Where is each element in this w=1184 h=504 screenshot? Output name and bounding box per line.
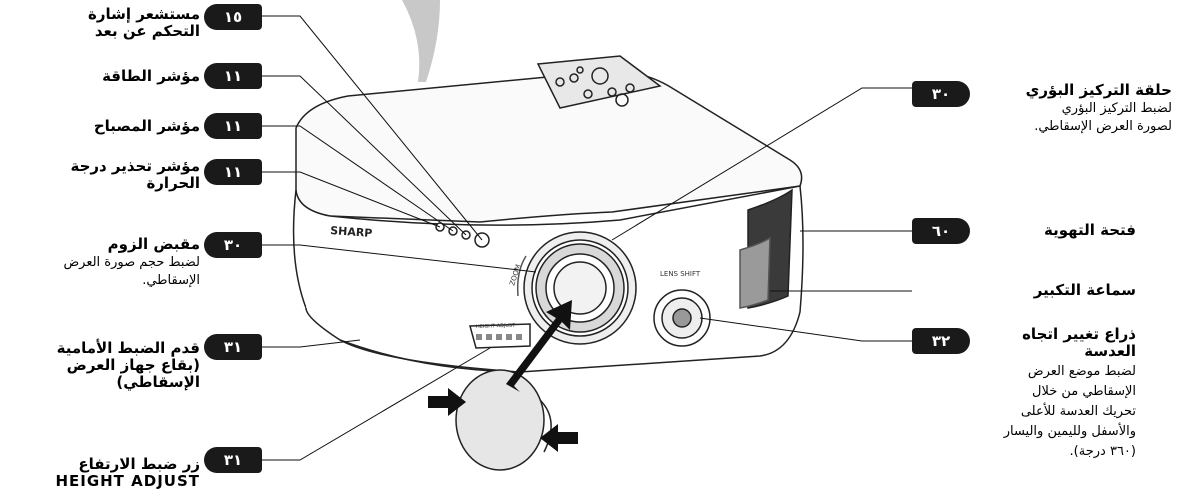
zoom-knob-label: مقبض الزوم	[107, 235, 200, 253]
lens-shift-page-badge: ٣٢	[912, 328, 970, 354]
top-arrow-shape	[402, 0, 440, 82]
power-indicator-label: مؤشر الطاقة	[102, 67, 200, 85]
zoom-knob-page-badge: ٣٠	[204, 232, 262, 258]
height-adjust-page-badge: ٣١	[204, 447, 262, 473]
power-indicator-page-badge: ١١	[204, 63, 262, 89]
cap-press-arrow-left	[428, 388, 466, 416]
focus-ring-label: حلقة التركيز البؤري	[1025, 81, 1172, 99]
lens-shift-label: LENS SHIFT	[660, 270, 701, 278]
brand-logo: SHARP	[330, 224, 373, 240]
height-adjust-label: HEIGHT ADJUST	[476, 323, 516, 330]
temp-indicator-page-badge: ١١	[204, 159, 262, 185]
vent-page-badge: ٦٠	[912, 218, 970, 244]
lamp-indicator-page-badge: ١١	[204, 113, 262, 139]
focus-ring-page-badge: ٣٠	[912, 81, 970, 107]
lens-cap	[455, 369, 552, 471]
height-adjust-button-label: زر ضبط الارتفاع HEIGHT ADJUST	[55, 455, 200, 490]
lens-shift-desc: لضبط موضع العرض الإسقاطي من خلال تحريك ا…	[1003, 364, 1136, 459]
front-foot-page-badge: ٣١	[204, 334, 262, 360]
vent-label: فتحة التهوية	[1043, 221, 1136, 239]
leader-lines	[262, 15, 912, 461]
lamp-indicator-label: مؤشر المصباح	[93, 117, 200, 135]
cap-press-arrow-right	[540, 424, 578, 452]
remote-sensor-page-badge: ١٥	[204, 4, 262, 30]
projector-body	[292, 55, 804, 373]
speaker-label: سماعة التكبير	[1033, 281, 1136, 299]
cap-attach-arrow	[506, 300, 572, 392]
